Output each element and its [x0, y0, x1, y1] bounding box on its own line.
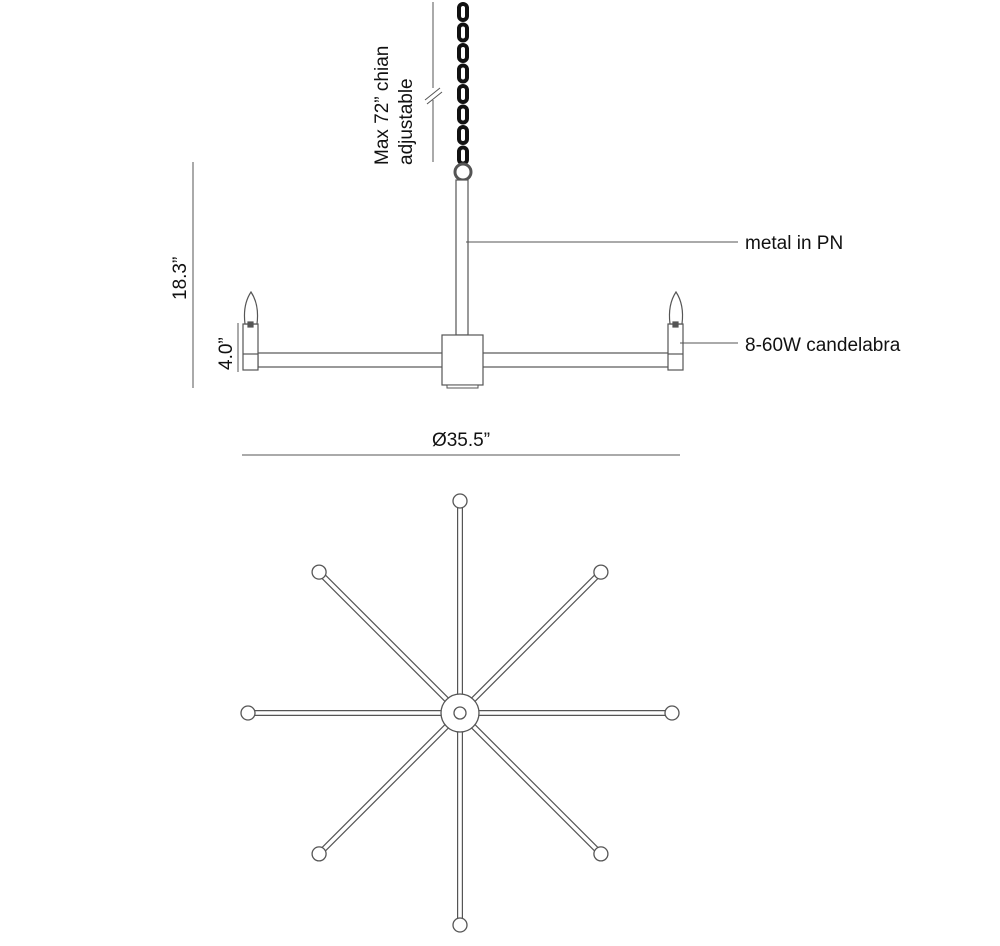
- height-label: 18.3”: [170, 257, 191, 300]
- diameter-label: Ø35.5”: [432, 430, 490, 451]
- chain-link: [457, 22, 469, 43]
- arm-end-cap: [593, 846, 609, 862]
- chain-ring: [453, 162, 473, 182]
- top-view: [240, 493, 680, 933]
- arm-end-cap: [593, 564, 609, 580]
- top-view-arm: [311, 564, 463, 716]
- top-view-arm: [460, 705, 680, 721]
- top-view-arm: [452, 493, 468, 713]
- top-view-arm: [452, 713, 468, 933]
- chain-link: [457, 84, 469, 104]
- chain-link: [457, 43, 469, 63]
- candle-right: [667, 290, 684, 371]
- chain-link: [457, 63, 469, 84]
- material-label: metal in PN: [745, 233, 843, 254]
- arm-end-cap: [452, 917, 468, 933]
- top-view-arm: [457, 564, 609, 716]
- chain-link: [457, 2, 469, 22]
- chain-label: Max 72” chian: [372, 46, 393, 165]
- cup-height-label: 4.0”: [216, 337, 237, 370]
- hub-center: [453, 706, 467, 720]
- arm-end-cap: [452, 493, 468, 509]
- top-view-arm: [457, 710, 609, 862]
- arm-end-cap: [311, 846, 327, 862]
- chain-dimension: [424, 2, 443, 162]
- bulb-label: 8-60W candelabra: [745, 335, 901, 356]
- top-view-arm: [240, 705, 460, 721]
- chain-sub-label: adjustable: [396, 78, 417, 165]
- chain-link: [457, 104, 469, 125]
- top-view-arm: [311, 710, 463, 862]
- stem: [455, 179, 469, 336]
- hub: [441, 334, 484, 386]
- chain-link: [457, 125, 469, 145]
- chain-link: [457, 145, 469, 166]
- candle-left: [242, 290, 259, 371]
- arm-end-cap: [311, 564, 327, 580]
- chain-icon: [457, 2, 469, 166]
- arm-end-cap: [240, 705, 256, 721]
- arm-end-cap: [664, 705, 680, 721]
